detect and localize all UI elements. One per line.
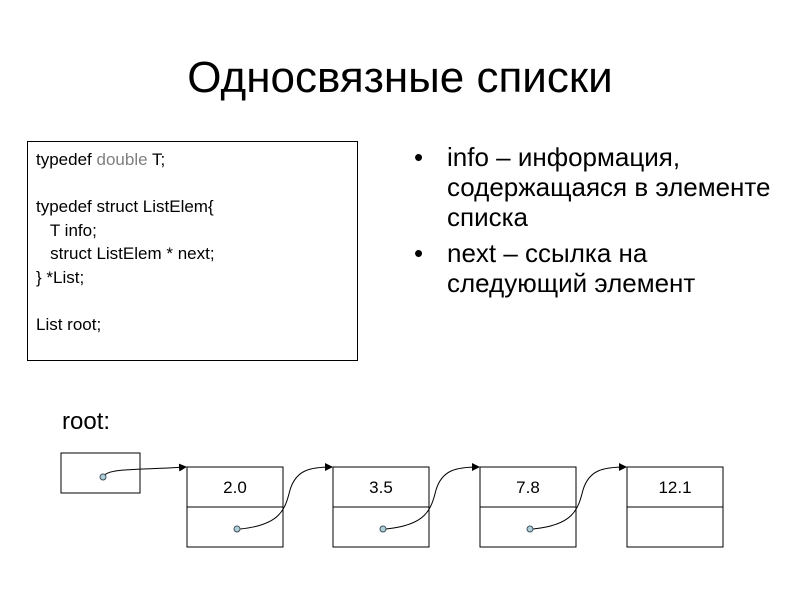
slide-title: Односвязные списки <box>187 53 613 102</box>
next-pointer-arrow <box>532 463 627 530</box>
code-line-1: typedef double T; <box>36 150 165 169</box>
bullet-next: next – ссылка на следующий элемент <box>412 238 792 298</box>
bullet-list: info – информация, содержащаяся в элемен… <box>412 142 792 304</box>
next-pointer-arrow <box>239 463 333 530</box>
pointer-dot <box>526 525 534 533</box>
code-block: typedef double T; typedef struct ListEle… <box>27 141 358 361</box>
code-text: T; <box>147 150 166 169</box>
node-value: 2.0 <box>223 478 247 497</box>
list-node-4: 12.1 <box>626 466 724 548</box>
node-value: 7.8 <box>516 478 540 497</box>
root-box <box>60 452 141 494</box>
code-line-5: struct ListElem * next; <box>36 244 215 263</box>
code-line-6: } *List; <box>36 267 85 287</box>
pointer-dot <box>99 473 107 481</box>
pointer-dot <box>233 525 241 533</box>
list-node-3: 7.8 <box>479 466 577 548</box>
code-type: double <box>96 150 148 169</box>
code-line-4: T info; <box>36 220 97 240</box>
list-node-1: 2.0 <box>186 466 284 548</box>
pointer-dot <box>379 525 387 533</box>
code-keyword: typedef <box>36 150 97 169</box>
node-value: 3.5 <box>369 478 393 497</box>
root-pointer-arrow <box>103 463 187 477</box>
list-node-2: 3.5 <box>332 466 430 548</box>
code-line-8: List root; <box>36 314 102 334</box>
root-label: root: <box>62 408 111 435</box>
next-pointer-arrow <box>385 463 480 530</box>
code-line-3: typedef struct ListElem{ <box>36 197 214 216</box>
node-value: 12.1 <box>658 478 691 497</box>
bullet-info: info – информация, содержащаяся в элемен… <box>412 142 792 232</box>
